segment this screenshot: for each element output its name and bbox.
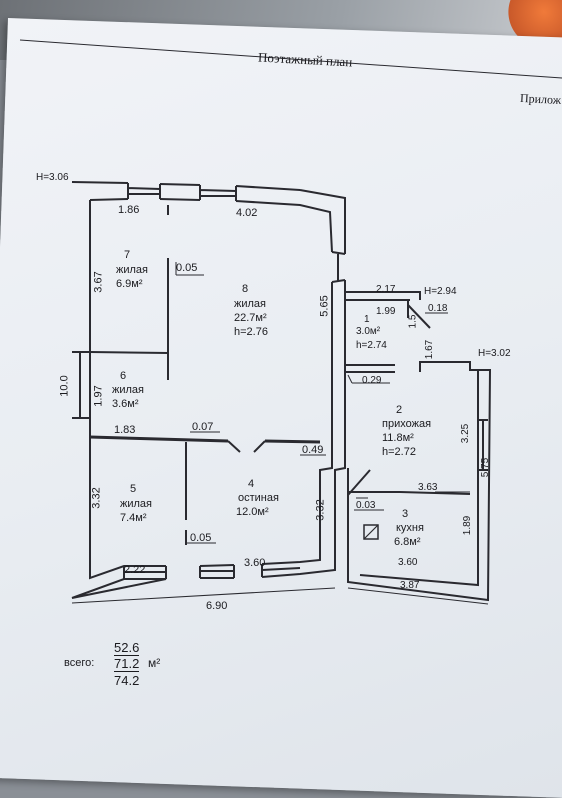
outer-dimension-bottom: [71, 587, 489, 605]
totals-value-2: 71.2: [114, 656, 140, 672]
partition-room5-top: [89, 435, 321, 444]
dim-325: 3.25: [460, 423, 472, 444]
dim-007: 0.07: [192, 421, 214, 433]
height-annex-right: H=3.02: [478, 348, 511, 359]
totals-label: всего:: [64, 657, 95, 669]
dim-222: 2.22: [124, 564, 146, 576]
room-1-area: 3.0м²: [356, 326, 381, 337]
appendix-label: Прилож: [519, 90, 562, 108]
dim-003: 0.03: [356, 500, 376, 511]
room-2-number: 2: [396, 404, 403, 416]
room-4-area: 12.0м²: [236, 506, 269, 518]
height-annex-small: H=2.94: [424, 286, 457, 297]
dim-167: 1.67: [424, 339, 436, 360]
dim-690: 6.90: [206, 600, 228, 612]
floor-plan-drawing: [19, 39, 562, 605]
dim-189: 1.89: [462, 515, 474, 536]
window-annex: [478, 419, 488, 471]
outer-wall-main: [71, 181, 346, 599]
dim-049: 0.49: [302, 444, 324, 456]
room-4-type: остиная: [238, 492, 279, 504]
room-7-number: 7: [124, 249, 131, 261]
partition-6-7: [89, 351, 169, 354]
dim-575: 5.75: [480, 457, 492, 478]
room-6-type: жилая: [112, 384, 144, 396]
room-8-area: 22.7м²: [234, 312, 267, 324]
dim-367: 3.67: [92, 271, 105, 293]
room-2-height: h=2.72: [382, 446, 416, 458]
window-right-8: [331, 251, 346, 283]
orange-object: [502, 0, 562, 40]
room-7-type: жилая: [116, 264, 148, 276]
dim-363: 3.63: [418, 482, 438, 493]
door-arc-4: [227, 440, 266, 453]
room-3-type: кухня: [396, 522, 424, 534]
room-1-height: h=2.74: [356, 340, 387, 351]
dim-005-b: 0.05: [190, 532, 212, 544]
floor-plan-sheet: Поэтажный план Прилож H=3.06 H=2.94 H=3.…: [19, 39, 562, 688]
room-8-height: h=2.76: [234, 326, 268, 338]
window-bottom-2: [199, 565, 235, 578]
inner-wall-main: [89, 198, 333, 580]
dim-360-b: 3.60: [398, 557, 418, 568]
dim-565: 5.65: [318, 295, 331, 317]
window-top-1: [127, 183, 161, 199]
dim-199: 1.99: [376, 306, 396, 317]
dim-183: 1.83: [114, 424, 136, 436]
dim-005-a: 0.05: [176, 262, 198, 274]
leader-lines: [175, 262, 470, 544]
window-top-2: [199, 185, 237, 201]
door-swing-2: [347, 469, 371, 496]
room-3-number: 3: [402, 508, 409, 520]
totals-value-1: 52.6: [114, 640, 140, 656]
dim-018: 0.18: [428, 303, 448, 314]
totals-value-3: 74.2: [114, 673, 140, 688]
dim-217: 2.17: [376, 284, 396, 295]
dim-186: 1.86: [118, 204, 140, 216]
room-2-area: 11.8м²: [382, 432, 414, 444]
room-6-number: 6: [120, 370, 127, 382]
dim-332-b: 3.32: [314, 499, 327, 521]
window-bottom-1: [123, 566, 167, 579]
dim-100: 10.0: [58, 375, 71, 397]
height-main: H=3.06: [36, 172, 69, 183]
annex-walls: [345, 291, 492, 602]
header-rule: [19, 39, 562, 79]
room-4-number: 4: [248, 478, 255, 490]
dim-332-a: 3.32: [90, 487, 103, 509]
door-swing-1: [407, 304, 431, 329]
dim-387: 3.87: [400, 580, 420, 591]
dim-15: 1.5: [407, 314, 419, 329]
stove-icon: [363, 524, 379, 540]
room-5-area: 7.4м²: [120, 512, 147, 524]
room-8-number: 8: [242, 283, 249, 295]
window-left: [72, 351, 90, 419]
room-6-area: 3.6м²: [112, 398, 139, 410]
room-5-number: 5: [130, 483, 137, 495]
room-1-number: 1: [364, 314, 370, 325]
window-bottom-3: [261, 564, 301, 577]
dim-360-a: 3.60: [244, 557, 266, 569]
room-3-area: 6.8м²: [394, 536, 421, 548]
room-7-area: 6.9м²: [116, 278, 143, 290]
partition-2-3: [348, 491, 471, 495]
room-5-type: жилая: [120, 498, 152, 510]
totals-unit: м²: [148, 656, 161, 670]
room-8-type: жилая: [234, 298, 266, 310]
dim-197: 1.97: [92, 385, 105, 407]
dim-402: 4.02: [236, 207, 258, 219]
dim-029: 0.29: [362, 375, 382, 386]
room-2-type: прихожая: [382, 418, 432, 430]
